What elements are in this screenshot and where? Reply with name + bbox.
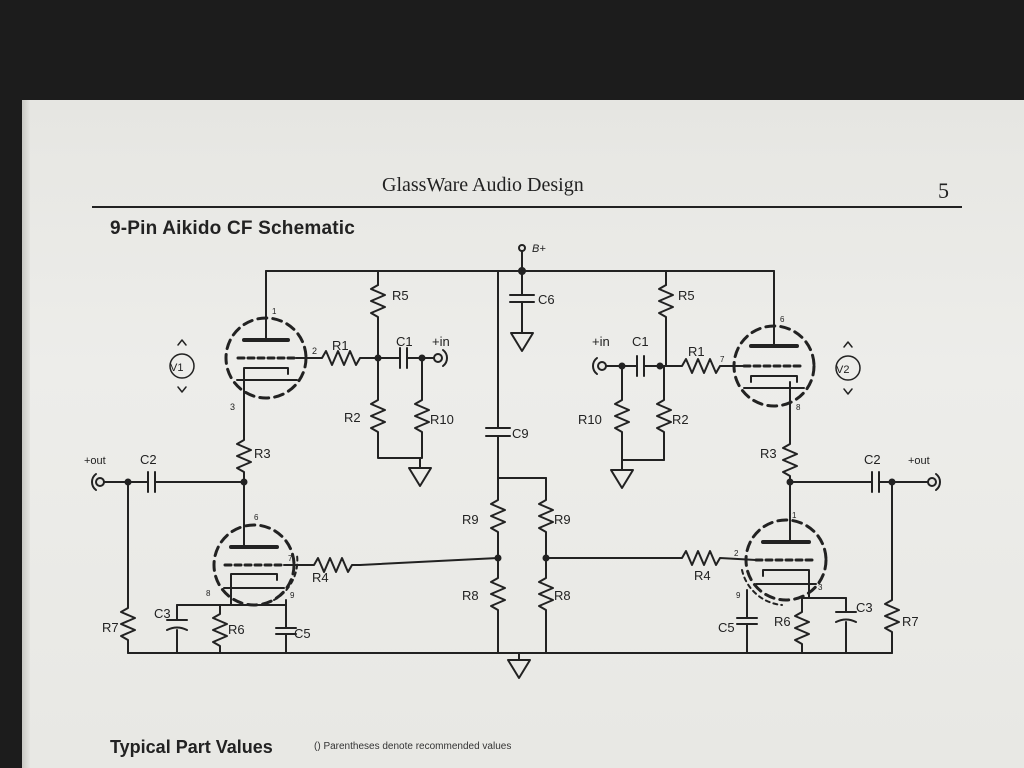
ground-symbol-c6 [510,332,534,352]
r8-right-label: R8 [554,588,571,603]
r6-right-label: R6 [774,614,791,629]
manual-page: GlassWare Audio Design 5 9-Pin Aikido CF… [22,100,1024,768]
v2-marker [835,355,861,381]
r4-right-label: R4 [694,568,711,583]
in-jack-left [433,353,443,363]
c2-right-label: C2 [864,452,881,467]
r10-right-label: R10 [578,412,602,427]
in-jack-right [597,361,607,371]
r2-right-label: R2 [672,412,689,427]
r3-left-label: R3 [254,446,271,461]
r2-left-label: R2 [344,410,361,425]
c6-label: C6 [538,292,555,307]
schematic-title: 9-Pin Aikido CF Schematic [110,218,356,239]
c5-right-label: C5 [718,620,735,635]
b-plus-terminal [518,244,526,252]
v1-label: V1 [170,362,183,374]
r9-left-label: R9 [462,512,479,527]
v1-marker [169,353,195,379]
pin-3-right: 3 [818,583,823,592]
v1-top-cathode [243,367,289,375]
pin-9-right: 9 [736,591,741,600]
out-left-label: +out [84,455,106,467]
c9-label: C9 [512,426,529,441]
r8-left-label: R8 [462,588,479,603]
page-number: 5 [938,178,949,203]
pin-8-left: 8 [206,589,211,598]
r5-left-label: R5 [392,288,409,303]
c2-left-label: C2 [140,452,157,467]
out-right-label: +out [908,455,930,467]
c5-left-label: C5 [294,626,311,641]
header-title: GlassWare Audio Design [382,174,584,196]
pin-9-left: 9 [290,591,295,600]
out-jack-left [95,477,105,487]
pin-6-right: 6 [780,315,785,324]
r7-left-label: R7 [102,620,119,635]
pin-1-right: 1 [792,511,797,520]
header-rule [92,206,962,208]
parentheses-note: () Parentheses denote recommended values [314,741,512,752]
pin-7-right: 7 [720,355,725,364]
r9-right-label: R9 [554,512,571,527]
r10-left-label: R10 [430,412,454,427]
c3-right-label: C3 [856,600,873,615]
ground-symbol-main [507,659,531,679]
pin-3-left: 3 [230,402,235,412]
c1-left-label: C1 [396,334,413,349]
c1-right-label: C1 [632,334,649,349]
c3-left-label: C3 [154,606,171,621]
ground-symbol-right-input [610,469,634,489]
r1-right-label: R1 [688,344,705,359]
pin-6-left: 6 [254,513,259,522]
v2-label: V2 [836,364,849,376]
r5-right-label: R5 [678,288,695,303]
in-left-label: +in [432,334,450,349]
r3-right-label: R3 [760,446,777,461]
pin-8-right: 8 [796,403,801,412]
page-edge-shadow [22,100,30,768]
in-right-label: +in [592,334,610,349]
r4-left-label: R4 [312,570,329,585]
r6-left-label: R6 [228,622,245,637]
r1-left-label: R1 [332,338,349,353]
pin-2-left: 2 [312,346,317,356]
b-plus-label: B+ [532,243,546,255]
ground-symbol-left-input [408,467,432,487]
pin-7-left: 7 [288,554,293,563]
typical-part-values-heading: Typical Part Values [110,737,273,757]
r7-right-label: R7 [902,614,919,629]
pin-2-right: 2 [734,549,739,558]
schematic-diagram: B+ C6 C9 V1 V2 1 2 3 6 7 8 9 R5 R1 C1 +i… [84,243,941,679]
pin-1-left: 1 [272,307,277,316]
out-jack-right [927,477,937,487]
